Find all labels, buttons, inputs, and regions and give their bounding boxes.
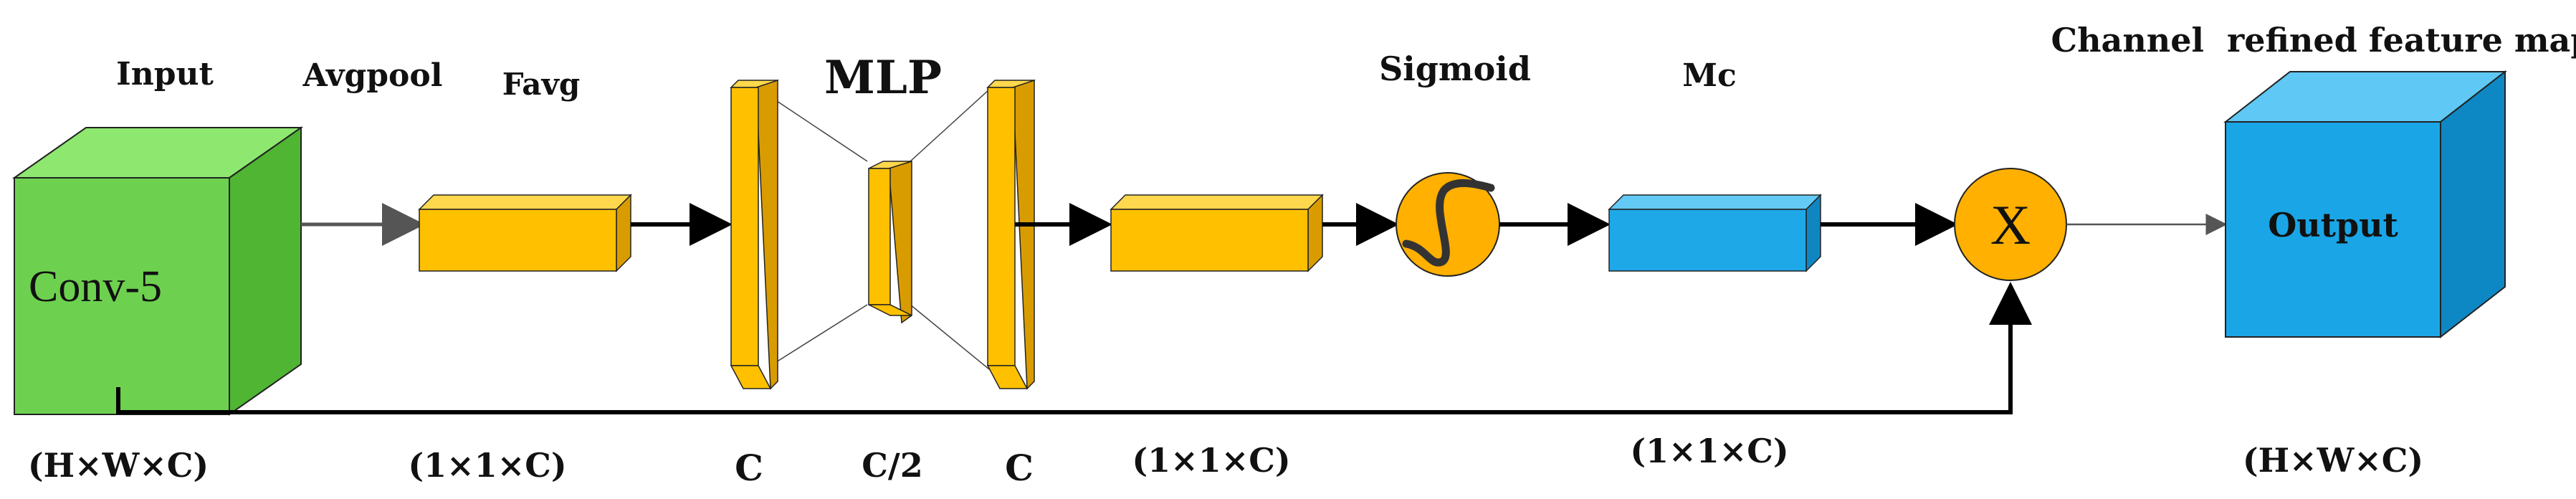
mlp-layer-out-side — [1012, 79, 1035, 390]
input-title: Input — [116, 56, 214, 92]
dim-mlp-in: C — [735, 447, 763, 489]
dim-favg: (1×1×C) — [408, 446, 566, 485]
mlp-layer-out — [986, 79, 1036, 390]
mlp-result-bar — [1110, 194, 1324, 272]
mlp-line — [910, 304, 990, 370]
sigmoid-node — [1396, 172, 1500, 277]
mlp-block — [730, 79, 1036, 390]
mlp-line — [770, 96, 868, 162]
mlp-line — [910, 89, 990, 162]
output-cube: Output — [2223, 70, 2507, 339]
mlp-result-bar-top — [1110, 194, 1324, 210]
mc-title: Mc — [1682, 57, 1737, 94]
dim-mc: (1×1×C) — [1630, 432, 1788, 470]
input-cube-side — [229, 126, 302, 416]
mc-bar-top — [1608, 194, 1822, 210]
sigmoid-title: Sigmoid — [1379, 49, 1531, 88]
avgpool-title: Avgpool — [302, 57, 443, 94]
favg-bar-front — [419, 209, 617, 272]
mlp-layer-in-bottom — [730, 365, 772, 389]
input-cube-front — [14, 177, 230, 415]
favg-bar-top — [418, 194, 632, 210]
mlp-layer-out-front — [987, 87, 1016, 366]
skip-connection-line — [116, 282, 2032, 414]
favg-title: Favg — [502, 67, 581, 102]
mlp-layer-in — [730, 79, 779, 390]
mc-bar-front — [1608, 209, 1807, 272]
mlp-layer-in-front — [730, 87, 759, 366]
dim-output: (H×W×C) — [2243, 441, 2423, 480]
mlp-layer-hidden — [868, 160, 912, 324]
conv-label: Conv-5 — [29, 262, 162, 311]
mlp-layer-in-side — [755, 79, 778, 390]
mlp-layer-hidden-bottom — [868, 304, 912, 316]
mlp-title: MLP — [824, 51, 942, 105]
output-cube-front — [2225, 121, 2441, 338]
mlp-layer-out-bottom — [986, 365, 1029, 389]
mlp-layer-hidden-side — [888, 160, 912, 324]
dim-mlp-out: C — [1005, 447, 1034, 489]
favg-bar — [418, 194, 632, 272]
output-label: Output — [2268, 206, 2398, 244]
input-cube: Conv-5 — [11, 126, 304, 416]
mc-bar — [1608, 194, 1822, 272]
channel-refined-title: Channel refined feature map — [2051, 21, 2576, 60]
dim-mlp-result: (1×1×C) — [1132, 441, 1290, 480]
mlp-layer-hidden-front — [868, 168, 891, 305]
mlp-line — [770, 304, 868, 366]
multiply-symbol: X — [1990, 194, 2031, 256]
multiply-node: X — [1954, 168, 2067, 281]
sigmoid-curve-icon — [1402, 179, 1495, 267]
dim-input: (H×W×C) — [28, 446, 209, 485]
mlp-result-bar-front — [1110, 209, 1309, 272]
dim-mlp-hidden: C/2 — [862, 446, 922, 485]
